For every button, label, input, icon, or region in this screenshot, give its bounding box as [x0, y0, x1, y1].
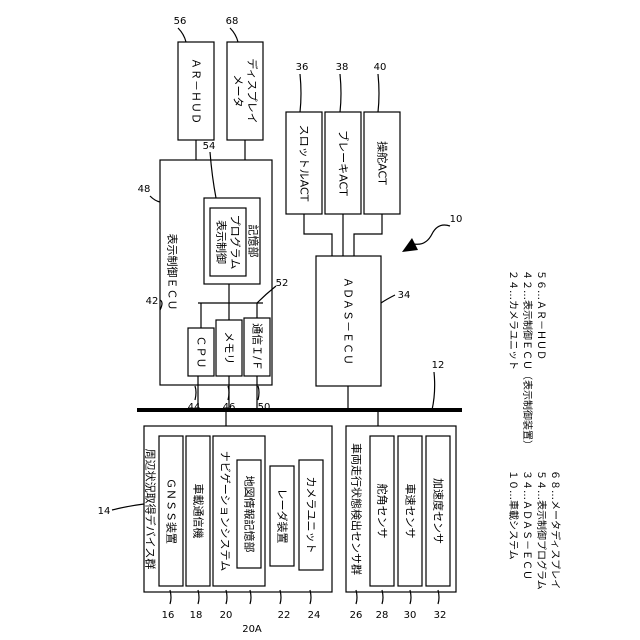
ref-56: 56 — [174, 16, 187, 27]
accel-sensor-label: 加速度センサ — [432, 478, 446, 544]
camera-label: カメラユニット — [305, 477, 318, 554]
display-ecu-label: 表示制御ＥＣＵ — [166, 234, 180, 311]
ref-68: 68 — [226, 16, 239, 27]
system-arrow — [414, 225, 450, 244]
speed-sensor-label: 車速センサ — [404, 484, 418, 539]
ref-18: 18 — [190, 610, 203, 621]
legend-1-3: ６８…メータディスプレイ — [549, 470, 562, 589]
legend-1-1: ３４…ＡＤＡＳ－ＥＣＵ — [521, 470, 532, 580]
steering-act-label: 操舵ACT — [376, 141, 390, 185]
throttle-label: スロットルACT — [298, 125, 311, 202]
radar-label: レーダ装置 — [276, 489, 290, 544]
ref-16: 16 — [162, 610, 175, 621]
ref-40: 40 — [374, 62, 387, 73]
comm-label: 車載通信機 — [192, 484, 206, 539]
map-db-label: 地図情報記憶部 — [243, 476, 257, 553]
comm-if-label: 通信Ｉ/Ｆ — [251, 323, 264, 371]
program-label-2: プログラム — [229, 215, 243, 270]
ref-54: 54 — [203, 141, 216, 152]
memory-label: メモリ — [223, 332, 236, 365]
steering-sensor-label: 舵角センサ — [376, 484, 390, 539]
ref-30: 30 — [404, 610, 417, 621]
ref-20: 20 — [220, 610, 233, 621]
device-group-label: 周辺状況取得デバイス群 — [144, 449, 158, 570]
sensor-group-label: 車両走行状態検出センサ群 — [350, 443, 364, 575]
ref-42: 42 — [146, 296, 159, 307]
ref-32: 32 — [434, 610, 447, 621]
ref-38: 38 — [336, 62, 349, 73]
adas-ecu-label: ＡＤＡＳ－ＥＣＵ — [342, 277, 355, 365]
ref-50: 50 — [258, 402, 271, 413]
legend-1-2: ５４…表示制御プログラム — [535, 470, 548, 590]
program-label-1: 表示制御 — [215, 220, 229, 264]
ref-44: 44 — [188, 402, 201, 413]
ref-34: 34 — [398, 290, 411, 301]
ref-10: 10 — [450, 214, 463, 225]
ref-14: 14 — [98, 506, 111, 517]
legend-2-0: ２４…カメラユニット — [507, 270, 519, 370]
gnss-label: ＧＮＳＳ装置 — [165, 478, 178, 544]
ref-24: 24 — [308, 610, 321, 621]
legend-2-2: ５６…ＡＲ－ＨＵＤ — [535, 270, 546, 360]
ref-36: 36 — [296, 62, 309, 73]
navi-label: ナビゲーションシステム — [219, 451, 232, 571]
cpu-label: ＣＰＵ — [195, 336, 208, 369]
arrow-head-icon — [402, 238, 418, 252]
ref-26: 26 — [350, 610, 363, 621]
ref-28: 28 — [376, 610, 389, 621]
ref-20a: 20A — [242, 624, 262, 635]
ref-22: 22 — [278, 610, 291, 621]
meter-label-2: ディスプレイ — [246, 58, 260, 123]
ref-46: 46 — [223, 402, 236, 413]
ref-52: 52 — [276, 278, 289, 289]
legend-1-0: １０…車載システム — [507, 470, 520, 560]
ar-hud-label: ＡＲ－ＨＵＤ — [190, 58, 203, 124]
ref-48: 48 — [138, 184, 151, 195]
ref-12: 12 — [432, 360, 445, 371]
storage-label: 記憶部 — [247, 225, 261, 258]
meter-label-1: メータ — [232, 75, 245, 108]
legend-2-1: ４２…表示制御ＥＣＵ（表示制御装置） — [521, 270, 534, 450]
brake-label: ブレーキACT — [337, 130, 351, 196]
